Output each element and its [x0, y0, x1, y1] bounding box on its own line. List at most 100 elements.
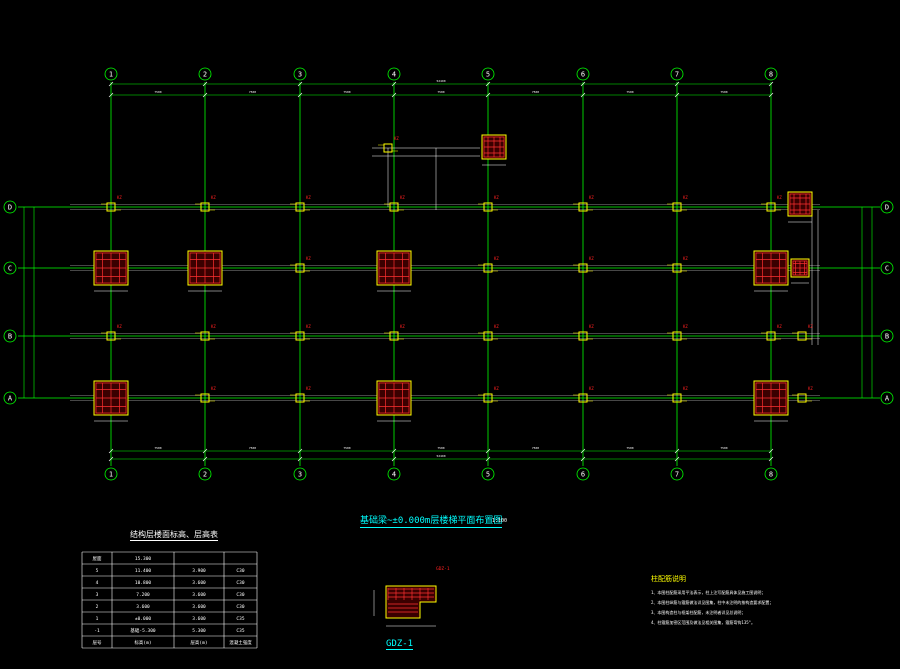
small-column	[200, 331, 210, 341]
grid-bubble	[880, 261, 894, 275]
bay-dimension: 7500	[720, 446, 727, 450]
table-cell: 基础-5.300	[130, 627, 156, 634]
dimension-tick	[391, 81, 397, 87]
column-tag: KZ	[306, 256, 311, 261]
dimension-tick	[485, 81, 491, 87]
small-column	[672, 393, 682, 403]
table-cell: 7.200	[136, 592, 150, 598]
grid-bubble-label: 8	[769, 71, 773, 79]
dimension-tick	[297, 81, 303, 87]
dimension-tick	[768, 81, 774, 87]
grid-bubble	[670, 67, 684, 81]
dimension-tick	[485, 92, 491, 98]
table-cell: 层号	[93, 640, 102, 646]
table-cell: 3.600	[136, 604, 150, 610]
table-cell: 3	[96, 592, 99, 598]
table-cell: -1	[94, 628, 100, 634]
grid-bubble	[198, 467, 212, 481]
grid-bubble	[104, 67, 118, 81]
grid-bubble	[3, 329, 17, 343]
grid-bubble-label: 3	[298, 471, 302, 479]
small-column	[578, 393, 588, 403]
grid-bubble-label: 7	[675, 71, 679, 79]
column-stirrup	[95, 252, 127, 284]
grid-bubble	[104, 467, 118, 481]
table-cell: 3.900	[192, 568, 206, 574]
table-cell: C35	[236, 616, 244, 622]
grid-bubble	[576, 467, 590, 481]
dimension-tick	[580, 81, 586, 87]
grid-bubble-label: A	[8, 395, 13, 403]
dimension-tick	[768, 448, 774, 454]
dimension-tick	[674, 456, 680, 462]
dimension-tick	[768, 456, 774, 462]
small-column	[383, 143, 393, 153]
column-stirrup	[95, 382, 127, 414]
small-column	[797, 331, 807, 341]
table-title: 结构层楼面标高、层高表	[130, 530, 218, 541]
grid-bubble-label: 8	[769, 471, 773, 479]
small-column	[483, 202, 493, 212]
dimension-lines: 5249052490750075007500750075007500750075…	[23, 79, 873, 462]
grid-bubble-label: 6	[581, 71, 585, 79]
bay-dimension: 7500	[249, 90, 256, 94]
grid-bubble-label: 1	[109, 71, 113, 79]
column-tag: KZ	[306, 324, 311, 329]
table-cell: 11.400	[135, 568, 152, 574]
grid-bubble	[764, 467, 778, 481]
table-cell: 4	[96, 580, 99, 586]
dimension-tick	[391, 448, 397, 454]
overall-dimension: 52490	[436, 79, 445, 83]
grid-bubble	[3, 261, 17, 275]
table-cell: C30	[236, 568, 244, 574]
column-tag: KZ	[494, 386, 499, 391]
small-column	[578, 263, 588, 273]
grid-bubble	[293, 467, 307, 481]
small-column	[766, 331, 776, 341]
small-column	[578, 331, 588, 341]
table-cell: 标高(m)	[134, 639, 151, 646]
column-tag: KZ	[494, 195, 499, 200]
grid-bubble	[387, 467, 401, 481]
column-tag: KZ	[589, 195, 594, 200]
table-cell: 5	[96, 568, 99, 574]
gdz-tag: GDZ-1	[436, 566, 450, 572]
column-tag: KZ	[394, 136, 399, 141]
dimension-tick	[580, 92, 586, 98]
small-column	[106, 331, 116, 341]
drawing-scale: 1:100	[492, 518, 508, 524]
small-column	[389, 202, 399, 212]
table-cell: ±0.000	[135, 616, 152, 622]
dimension-tick	[674, 81, 680, 87]
column-tag: KZ	[306, 195, 311, 200]
column-stirrup	[789, 193, 811, 215]
table-cell: 3.600	[192, 604, 206, 610]
table-cell: C35	[236, 628, 244, 634]
dimension-tick	[297, 448, 303, 454]
grid-lines	[18, 82, 880, 466]
dimension-tick	[202, 456, 208, 462]
column-tag: KZ	[777, 324, 782, 329]
table-cell: C30	[236, 604, 244, 610]
small-column	[578, 202, 588, 212]
dimension-tick	[202, 92, 208, 98]
bay-dimension: 7500	[437, 446, 444, 450]
column-tag: KZ	[777, 195, 782, 200]
note-line: 4、柱箍筋加密区范围及做法见相关图集，箍筋弯钩135°。	[651, 620, 756, 625]
bay-dimension: 7500	[626, 446, 633, 450]
grid-bubble-label: 3	[298, 71, 302, 79]
columns: KZKZKZKZKZKZKZKZKZKZKZKZKZKZKZKZKZKZKZKZ…	[93, 134, 813, 422]
small-column	[295, 331, 305, 341]
column-stirrup	[483, 136, 505, 158]
small-column	[766, 202, 776, 212]
dimension-tick	[108, 448, 114, 454]
small-column	[672, 331, 682, 341]
note-line: 1、本图柱配筋采用平法表示，柱上注写配筋具体见施工图说明；	[651, 590, 766, 595]
column-tag: KZ	[211, 386, 216, 391]
grid-bubble-label: 4	[392, 471, 396, 479]
small-column	[200, 202, 210, 212]
column-tag: KZ	[683, 256, 688, 261]
small-column	[200, 393, 210, 403]
